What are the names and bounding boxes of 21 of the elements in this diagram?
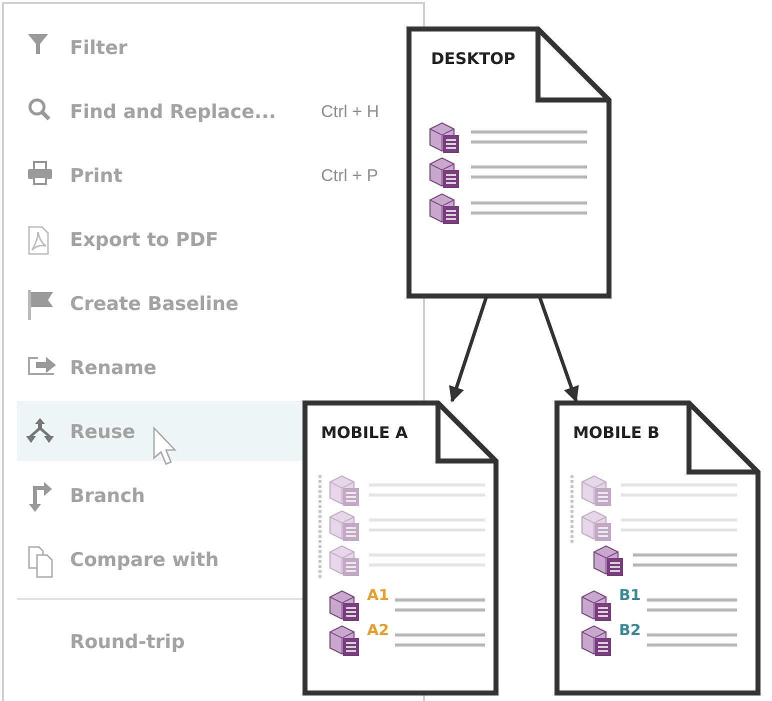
variant-tag: A1	[367, 586, 390, 604]
variant-tag: B1	[619, 586, 641, 604]
keyboard-shortcut: Ctrl + P	[321, 165, 378, 187]
menu-item-label: Print	[70, 164, 122, 188]
document-title: MOBILE B	[573, 423, 660, 443]
keyboard-shortcut: Ctrl + H	[321, 101, 380, 123]
variant-tag: B2	[619, 621, 641, 639]
arrow	[449, 297, 488, 402]
menu-item-label: Create Baseline	[70, 292, 239, 316]
menu-item-label: Find and Replace...	[70, 100, 276, 124]
menu-item-label: Compare with	[70, 548, 219, 572]
menu-item-label: Reuse	[70, 420, 136, 444]
menu-item-label: Round-trip	[70, 630, 185, 654]
menu-item-label: Rename	[70, 356, 157, 380]
document-title: DESKTOP	[431, 49, 516, 69]
menu-item-label: Filter	[70, 36, 128, 60]
document-title: MOBILE A	[321, 423, 408, 443]
arrow	[538, 297, 579, 402]
menu-item-label: Export to PDF	[70, 228, 218, 252]
menu-item-label: Branch	[70, 484, 145, 508]
variant-tag: A2	[367, 621, 390, 639]
